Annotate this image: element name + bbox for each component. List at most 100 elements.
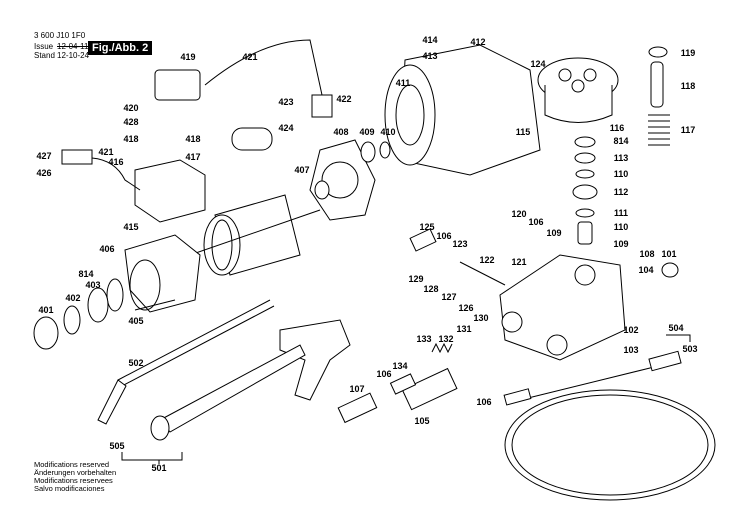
part-label-110: 110 <box>613 222 629 232</box>
fan <box>211 219 233 271</box>
part-label-414: 414 <box>422 35 438 45</box>
pump-head-124 <box>537 57 619 123</box>
notice-line: Salvo modificaciones <box>34 484 105 493</box>
screw-405 <box>134 299 176 311</box>
part-label-104: 104 <box>638 265 654 275</box>
part-label-113: 113 <box>613 153 629 163</box>
fitting-134 <box>389 373 417 395</box>
nozzle <box>97 379 127 425</box>
part-label-419: 419 <box>180 52 196 62</box>
part-label-134: 134 <box>392 361 408 371</box>
part-label-418: 418 <box>185 134 201 144</box>
part-label-401: 401 <box>38 305 54 315</box>
part-label-102: 102 <box>623 325 639 335</box>
part-label-106: 106 <box>436 231 452 241</box>
part-label-129: 129 <box>408 274 424 284</box>
part-label-416: 416 <box>108 157 124 167</box>
part-label-111: 111 <box>613 208 629 218</box>
part-label-112: 112 <box>613 187 629 197</box>
fitting-125 <box>409 228 437 252</box>
part-label-133: 133 <box>416 334 432 344</box>
part-label-105: 105 <box>414 416 430 426</box>
part-label-502: 502 <box>128 358 144 368</box>
lance-502 <box>117 299 275 387</box>
bracket-501 <box>121 452 183 464</box>
part-label-109: 109 <box>546 228 562 238</box>
part-label-422: 422 <box>336 94 352 104</box>
flange-406 <box>124 234 201 313</box>
part-label-403: 403 <box>85 280 101 290</box>
stand-date: 12-10-24 <box>57 51 90 60</box>
part-label-108: 108 <box>639 249 655 259</box>
notice-line: Modifications reserved <box>34 460 110 469</box>
part-label-504: 504 <box>668 323 684 333</box>
capacitor-424 <box>231 127 273 151</box>
part-label-501: 501 <box>151 463 167 473</box>
part-label-415: 415 <box>123 222 139 232</box>
end-shield-408 <box>309 139 376 221</box>
valve-stack-113-110-112-111 <box>572 136 598 245</box>
part-label-106: 106 <box>528 217 544 227</box>
switch-box-416 <box>134 159 206 223</box>
motor-housing-412 <box>384 44 541 176</box>
part-label-503: 503 <box>682 344 698 354</box>
part-label-122: 122 <box>479 255 495 265</box>
part-label-407: 407 <box>294 165 310 175</box>
part-label-110: 110 <box>613 169 629 179</box>
part-label-130: 130 <box>473 313 489 323</box>
part-label-427: 427 <box>36 151 52 161</box>
stand-label: Stand <box>34 51 55 60</box>
part-label-505: 505 <box>109 441 125 451</box>
part-label-409: 409 <box>359 127 375 137</box>
issue-date: 12-04-11 <box>57 42 89 51</box>
part-number: 3 600 J10 1F0 <box>34 31 86 40</box>
part-label-418: 418 <box>123 134 139 144</box>
spring-132 <box>431 342 453 354</box>
part-label-109: 109 <box>613 239 629 249</box>
part-label-123: 123 <box>452 239 468 249</box>
rotor <box>189 194 321 276</box>
part-label-103: 103 <box>623 345 639 355</box>
cap-101 <box>661 262 679 278</box>
disc-402 <box>63 305 81 335</box>
notice-line: Modifications reservees <box>34 476 113 485</box>
bearing-409 <box>360 141 376 163</box>
bearing-403 <box>87 287 109 323</box>
part-label-101: 101 <box>661 249 677 259</box>
part-label-408: 408 <box>333 127 349 137</box>
part-label-417: 417 <box>185 152 201 162</box>
part-label-132: 132 <box>438 334 454 344</box>
hose <box>503 350 716 501</box>
part-label-420: 420 <box>123 103 139 113</box>
part-label-120: 120 <box>511 209 527 219</box>
bearing-407 <box>314 180 330 200</box>
part-label-424: 424 <box>278 123 294 133</box>
spray-gun <box>150 319 351 441</box>
cable-421b <box>91 157 141 191</box>
figure-label: Fig./Abb. 2 <box>88 41 153 55</box>
part-label-131: 131 <box>456 324 472 334</box>
part-label-428: 428 <box>123 117 139 127</box>
part-label-814: 814 <box>78 269 94 279</box>
switch-427 <box>61 149 93 165</box>
part-label-116: 116 <box>609 123 625 133</box>
modifications-notice: Modifications reserved Änderungen vorbeh… <box>34 461 116 493</box>
cable-421 <box>204 39 323 96</box>
part-label-106: 106 <box>476 397 492 407</box>
part-label-107: 107 <box>349 384 365 394</box>
adapter-107 <box>337 392 378 424</box>
part-label-127: 127 <box>441 292 457 302</box>
part-label-406: 406 <box>99 244 115 254</box>
issue-label: Issue <box>34 42 54 51</box>
part-label-413: 413 <box>422 51 438 61</box>
notice-line: Änderungen vorbehalten <box>34 468 117 477</box>
part-label-402: 402 <box>65 293 81 303</box>
part-label-128: 128 <box>423 284 439 294</box>
part-label-117: 117 <box>680 125 696 135</box>
ring-814 <box>106 278 124 312</box>
part-label-411: 411 <box>395 78 411 88</box>
part-label-423: 423 <box>278 97 294 107</box>
part-label-421: 421 <box>242 52 258 62</box>
part-label-115: 115 <box>515 127 531 137</box>
